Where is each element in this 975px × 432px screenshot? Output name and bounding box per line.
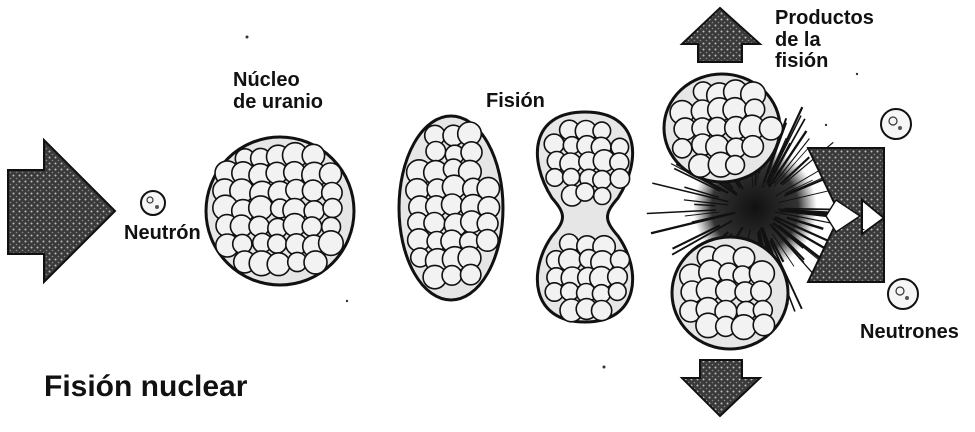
- nucleon: [610, 169, 629, 188]
- nucleon: [302, 217, 321, 236]
- uranium-nucleus-label: Núcleo de uranio: [233, 70, 323, 113]
- nucleon: [461, 264, 481, 284]
- nucleon: [267, 253, 290, 276]
- nucleon: [319, 231, 344, 256]
- nucleon: [742, 136, 763, 157]
- elongated-nucleus: [399, 116, 503, 300]
- nucleon: [477, 230, 499, 252]
- nucleon: [593, 171, 611, 189]
- nucleon: [611, 250, 630, 269]
- uranium-nucleus: [206, 137, 354, 285]
- nucleon: [442, 266, 462, 286]
- nucleon: [302, 180, 323, 201]
- neutrons-label: Neutrones: [860, 321, 959, 344]
- nucleon: [442, 194, 463, 215]
- nucleon: [760, 117, 783, 140]
- nucleon: [609, 283, 627, 301]
- neutron-icon: [881, 109, 911, 139]
- nucleon: [751, 281, 771, 301]
- nucleon: [594, 188, 611, 205]
- fission-products-label: Productos de la fisión: [775, 8, 874, 73]
- nucleon: [304, 251, 327, 274]
- neutron-label: Neutrón: [124, 222, 201, 245]
- nucleon: [268, 234, 287, 253]
- fission-product-bottom: [672, 237, 788, 349]
- nucleon: [426, 142, 446, 162]
- down-arrow-icon: [682, 360, 760, 416]
- neutron-icon: [888, 279, 918, 309]
- page-title: Fisión nuclear: [44, 370, 247, 404]
- nucleon: [731, 315, 756, 340]
- nucleon: [424, 213, 445, 234]
- up-arrow-icon: [682, 8, 760, 62]
- nucleon: [544, 134, 564, 154]
- fission-label: Fisión: [486, 90, 545, 113]
- nucleon: [576, 183, 594, 201]
- nucleon: [673, 139, 692, 158]
- nucleon: [546, 169, 564, 187]
- fission-product-top: [664, 74, 783, 182]
- burst-ray: [785, 209, 836, 210]
- nucleon: [726, 156, 745, 175]
- nucleon: [563, 169, 580, 186]
- nucleon: [323, 199, 342, 218]
- nucleon: [461, 142, 482, 163]
- nucleon: [753, 314, 774, 335]
- nucleon: [592, 301, 612, 321]
- nucleon: [320, 163, 342, 185]
- neutron-icon: [141, 191, 165, 215]
- incoming-arrow-icon: [8, 140, 115, 282]
- splitting-nucleus: [537, 112, 632, 322]
